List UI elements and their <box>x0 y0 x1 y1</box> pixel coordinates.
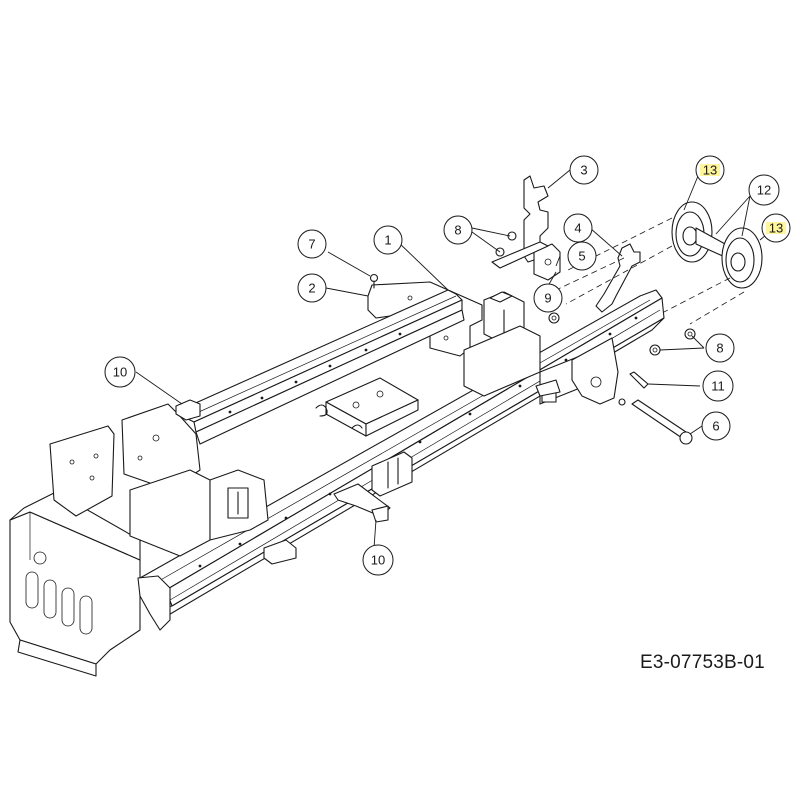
bolt-6 <box>631 399 693 445</box>
callout-label: 10 <box>113 365 127 380</box>
callout-4: 4 <box>563 213 593 243</box>
callout-label: 5 <box>578 249 585 264</box>
bracket-4 <box>595 243 641 313</box>
callout-label: 13 <box>769 221 783 236</box>
callout-2: 2 <box>297 273 327 303</box>
front-pedestal <box>129 469 269 631</box>
callout-1: 1 <box>373 225 403 255</box>
bolt-7 <box>369 273 379 289</box>
callout-label: 1 <box>384 233 391 248</box>
callout-label: 9 <box>544 291 551 306</box>
callout-label: 6 <box>712 419 719 434</box>
hitch-bar <box>333 483 391 523</box>
callout-label: 8 <box>454 223 461 238</box>
callout-13-top: 13 <box>695 155 725 185</box>
nut-8-lower <box>649 328 696 356</box>
bracket-5 <box>491 241 561 281</box>
front-housing <box>9 491 141 677</box>
callout-8-upper: 8 <box>443 215 473 245</box>
rail-holes <box>198 316 638 568</box>
document-code: E3-07753B-01 <box>640 652 765 673</box>
frame-assembly <box>9 281 665 677</box>
callout-label: 10 <box>371 553 385 568</box>
front-upright-bracket <box>49 403 201 517</box>
callout-label: 12 <box>757 183 771 198</box>
callout-8-lower: 8 <box>705 333 735 363</box>
leader-lines <box>135 169 773 549</box>
highlight-mark <box>766 222 786 234</box>
left-frame-rail <box>179 289 465 445</box>
callout-13-right: 13 <box>761 213 791 243</box>
callout-6: 6 <box>701 411 731 441</box>
highlight-mark <box>700 164 720 176</box>
callout-7: 7 <box>297 229 327 259</box>
pin-11 <box>618 371 649 406</box>
callout-label: 13 <box>703 163 717 178</box>
callout-3: 3 <box>569 155 599 185</box>
nut-9 <box>548 312 560 324</box>
callout-label: 7 <box>308 237 315 252</box>
callout-11: 11 <box>702 370 734 402</box>
callout-10-upper: 10 <box>104 356 136 388</box>
mid-rail-clip <box>371 451 413 497</box>
callout-label: 3 <box>580 163 587 178</box>
callout-5: 5 <box>567 241 597 271</box>
callout-label: 11 <box>711 379 725 394</box>
upper-hanger <box>175 399 201 421</box>
loose-parts <box>369 175 763 445</box>
pulley-assembly <box>671 201 763 289</box>
callout-10-lower: 10 <box>362 544 394 576</box>
callout-9: 9 <box>533 283 563 313</box>
callout-12: 12 <box>748 174 780 206</box>
callout-label: 2 <box>308 281 315 296</box>
side-plate <box>571 337 619 405</box>
lower-hangers <box>263 379 561 565</box>
callout-label: 4 <box>574 221 581 236</box>
callout-label: 8 <box>716 341 723 356</box>
bracket-3 <box>523 175 549 263</box>
alignment-lines <box>555 217 745 325</box>
cross-member <box>315 377 419 437</box>
